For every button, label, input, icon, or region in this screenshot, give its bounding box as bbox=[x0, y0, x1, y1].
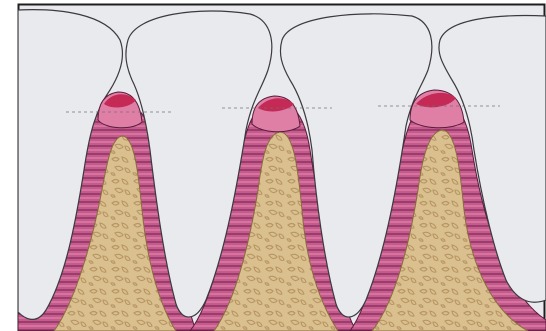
dental-cross-section-diagram bbox=[0, 0, 546, 331]
